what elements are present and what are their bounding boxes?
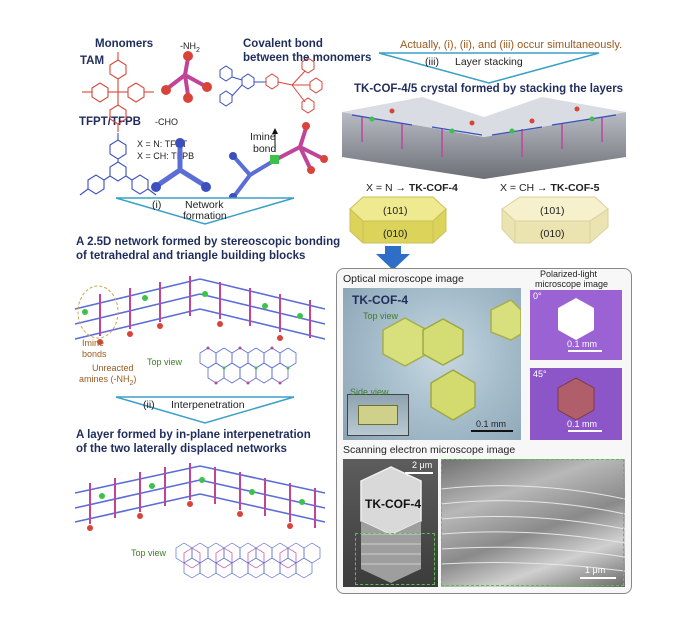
step-ii-label: Interpenetration — [171, 399, 245, 411]
network-formation-arrow — [115, 197, 295, 225]
tfpt-tfpb-label: TFPT/TFPB — [79, 116, 141, 128]
step-i-number: (i) — [152, 199, 162, 211]
pol-scalebar-1 — [568, 350, 602, 352]
network-title-1: A 2.5D network formed by stereoscopic bo… — [76, 236, 341, 248]
cho-label: -CHO — [155, 117, 178, 127]
sem-zoom-frame — [441, 459, 624, 586]
optical-side-view-label: Side view — [350, 387, 389, 397]
tfpt-molecule — [79, 133, 157, 196]
bonded-molecule — [219, 65, 266, 107]
step-i-label-1: Network — [185, 199, 224, 211]
monomer-structures-illustration — [79, 51, 328, 201]
pol-scale-label-1: 0.1 mm — [567, 339, 598, 349]
stacked-crystal-illustration — [342, 97, 626, 179]
network-title-2: of tetrahedral and triangle building blo… — [76, 250, 306, 262]
cof4-formula: X = N → TK-COF-4 — [366, 182, 458, 194]
tam-molecule — [82, 52, 154, 132]
imine-bonds-label-1: Imine — [82, 338, 105, 348]
cof5-face-101: (101) — [540, 205, 565, 217]
sem-layers-texture — [441, 485, 625, 572]
polarized-heading-1: Polarized-light — [540, 269, 598, 279]
step-iii-number: (iii) — [425, 56, 439, 68]
cof4-face-101: (101) — [383, 205, 408, 217]
cof4-crystal-prism — [349, 196, 447, 244]
optical-top-view-label: Top view — [363, 311, 399, 321]
angle-0-label: 0° — [533, 291, 542, 301]
cof4-face-010: (010) — [383, 228, 408, 240]
optical-scalebar — [471, 430, 513, 432]
polarized-image-45deg — [530, 368, 622, 440]
tetrahedral-node — [161, 51, 212, 103]
interpenetration-arrow — [115, 396, 295, 424]
imine-label-1: Imine — [250, 131, 276, 143]
hex-lattice-topview-2 — [175, 542, 321, 579]
optical-scale-label: 0.1 mm — [476, 419, 507, 429]
sem-sample-label: TK-COF-4 — [365, 497, 421, 511]
hex-lattice-topview-1 — [199, 346, 297, 385]
optical-sample-label: TK-COF-4 — [352, 293, 408, 307]
red-hexagon — [557, 377, 595, 421]
cof5-formula: X = CH → TK-COF-5 — [500, 182, 600, 194]
monomers-heading: Monomers — [95, 38, 154, 50]
layer-title-1: A layer formed by in-plane interpenetrat… — [76, 429, 311, 441]
triangle-node — [151, 138, 211, 192]
side-view-crystal — [358, 405, 398, 425]
sem-image-left — [343, 459, 438, 587]
angle-45-label: 45° — [533, 369, 547, 379]
side-view-inset — [347, 394, 409, 436]
x-ch-label: X = CH: TFPB — [137, 151, 195, 161]
polarized-heading-2: microscope image — [535, 279, 609, 289]
x-n-label: X = N: TFPT — [137, 139, 188, 149]
white-hexagon — [558, 298, 594, 340]
unreacted-amines-label-2: amines (-NH2) — [79, 374, 137, 387]
crystals-photo — [382, 299, 521, 421]
step-ii-number: (ii) — [143, 399, 155, 411]
step-iii-label: Layer stacking — [455, 56, 523, 68]
unreacted-amines-label-1: Unreacted — [92, 363, 134, 373]
step-i-label-2: formation — [183, 210, 227, 222]
sem-scalebar-left — [405, 472, 433, 474]
sem-crystal — [360, 466, 422, 583]
polarized-image-0deg — [530, 290, 622, 360]
cof5-face-010: (010) — [540, 228, 565, 240]
sem-heading: Scanning electron microscope image — [343, 444, 516, 456]
imine-label-2: bond — [253, 143, 277, 155]
covalent-title-1: Covalent bond — [243, 38, 323, 50]
covalent-title-2: between the monomers — [243, 52, 372, 64]
nh2-label: -NH2 — [180, 41, 200, 54]
tam-label: TAM — [80, 55, 105, 67]
sem-scale-right-label: 1 μm — [585, 565, 606, 575]
optical-microscope-image — [343, 288, 521, 440]
pol-scale-label-2: 0.1 mm — [567, 419, 598, 429]
sem-image-right — [441, 459, 625, 587]
bonded-tam — [265, 57, 323, 114]
bonded-pair — [229, 122, 328, 201]
top-view-label-2: Top view — [131, 548, 167, 558]
interpenetrated-layer-illustration — [74, 463, 326, 531]
simultaneous-note: Actually, (i), (ii), and (iii) occur sim… — [400, 39, 623, 51]
cof5-crystal-prism — [501, 196, 609, 244]
top-view-label-1: Top view — [147, 357, 183, 367]
crystal-title: TK-COF-4/5 crystal formed by stacking th… — [354, 83, 624, 95]
network-25d-illustration — [74, 276, 326, 345]
optical-heading: Optical microscope image — [343, 273, 464, 285]
sem-zoom-region — [355, 533, 435, 585]
layer-title-2: of the two laterally displaced networks — [76, 443, 287, 455]
imine-bonds-label-2: bonds — [82, 349, 107, 359]
layer-stacking-arrow — [378, 52, 600, 84]
pol-scalebar-2 — [568, 430, 602, 432]
sem-scalebar-right — [580, 577, 616, 579]
sem-scale-left-label: 2 μm — [412, 460, 433, 470]
down-arrow-icon — [376, 246, 410, 270]
